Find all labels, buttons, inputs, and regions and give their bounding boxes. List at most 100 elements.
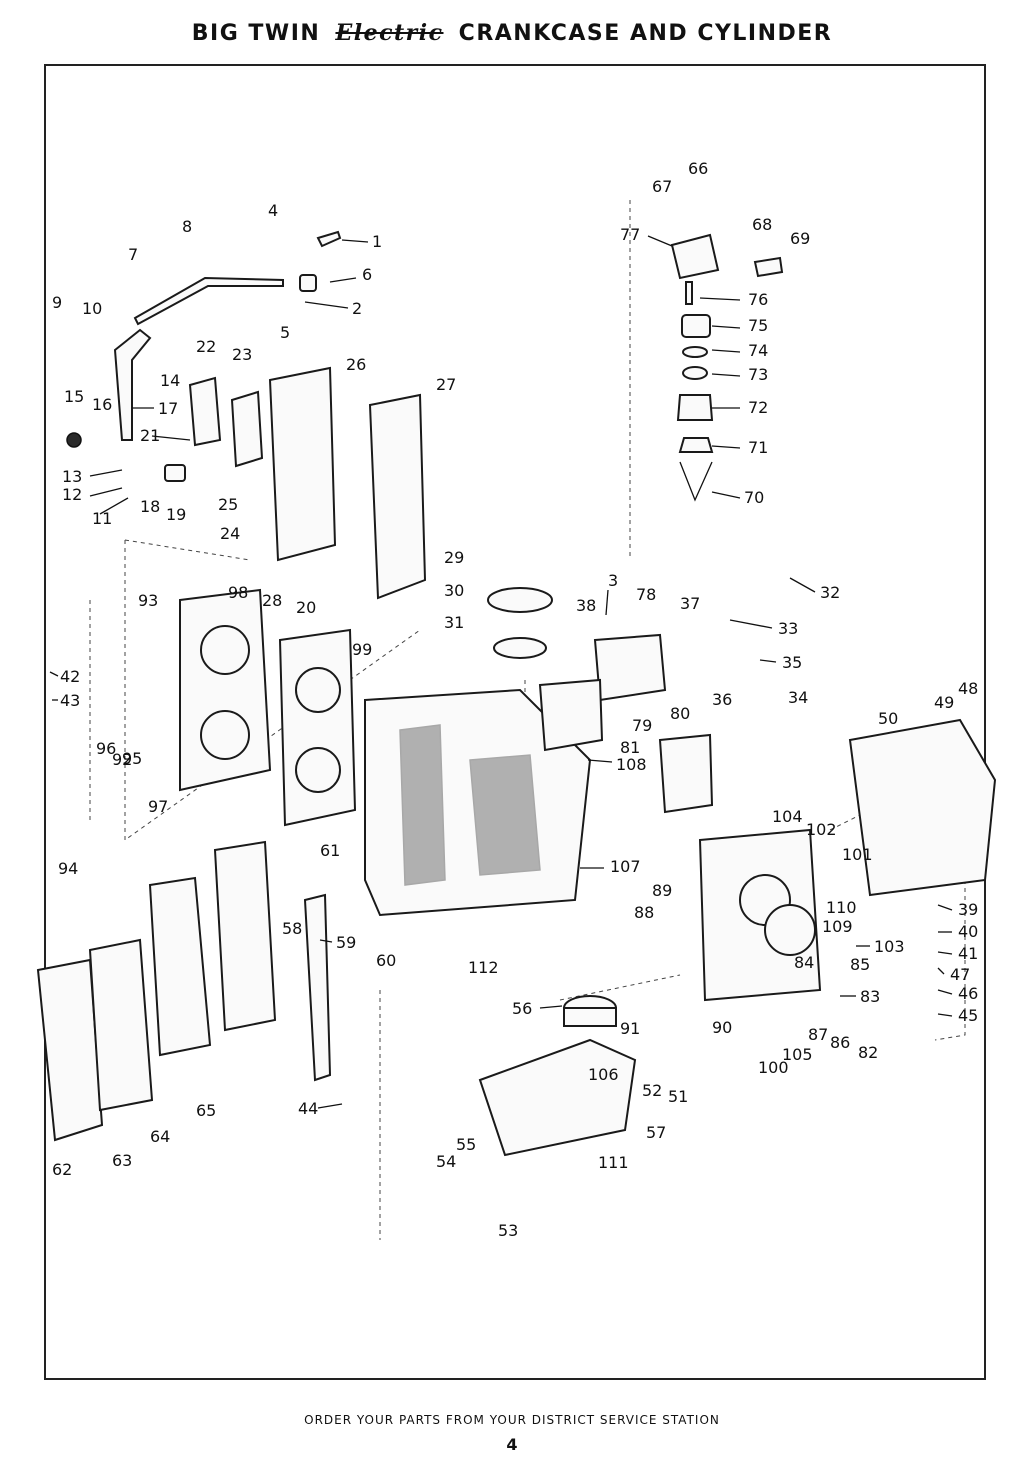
part-label-110: 110	[826, 898, 857, 917]
part-label-34: 34	[788, 688, 808, 707]
part-label-10: 10	[82, 299, 102, 318]
leader-line-33	[729, 619, 773, 629]
leader-line-44	[317, 1103, 343, 1109]
part-label-92: 92	[112, 750, 132, 769]
part-label-57: 57	[646, 1123, 666, 1142]
title-script-word: Electric	[335, 20, 444, 46]
part-label-88: 88	[634, 903, 654, 922]
part-label-3: 3	[608, 571, 618, 590]
title-suffix: CRANKCASE AND CYLINDER	[458, 21, 833, 46]
part-label-75: 75	[748, 316, 768, 335]
part-label-9: 9	[52, 293, 62, 312]
part-label-69: 69	[790, 229, 810, 248]
part-label-23: 23	[232, 345, 252, 364]
part-label-102: 102	[806, 820, 837, 839]
leader-line-32	[789, 577, 816, 593]
part-label-70: 70	[744, 488, 764, 507]
part-label-44: 44	[298, 1099, 318, 1118]
part-label-96: 96	[96, 739, 116, 758]
part-label-72: 72	[748, 398, 768, 417]
leader-line-46	[937, 989, 953, 995]
leader-line-108	[587, 759, 613, 763]
assembly-guide-lines	[89, 200, 966, 1240]
part-label-83: 83	[860, 987, 880, 1006]
part-label-73: 73	[748, 365, 768, 384]
part-label-87: 87	[808, 1025, 828, 1044]
part-label-47: 47	[950, 965, 970, 984]
page-number: 4	[506, 1435, 518, 1454]
part-label-24: 24	[220, 524, 240, 543]
part-label-35: 35	[782, 653, 802, 672]
part-label-97: 97	[148, 797, 168, 816]
part-label-71: 71	[748, 438, 768, 457]
part-label-29: 29	[444, 548, 464, 567]
part-label-19: 19	[166, 505, 186, 524]
part-label-22: 22	[196, 337, 216, 356]
leader-line-77	[647, 235, 673, 247]
part-label-81: 81	[620, 738, 640, 757]
part-label-31: 31	[444, 613, 464, 632]
part-label-28: 28	[262, 591, 282, 610]
part-label-95: 95	[122, 749, 142, 768]
part-label-61: 61	[320, 841, 340, 860]
part-label-59: 59	[336, 933, 356, 952]
part-label-36: 36	[712, 690, 732, 709]
part-label-43: 43	[60, 691, 80, 710]
part-label-30: 30	[444, 581, 464, 600]
leader-line-59	[319, 939, 333, 943]
part-label-58: 58	[282, 919, 302, 938]
part-label-108: 108	[616, 755, 647, 774]
part-label-112: 112	[468, 958, 499, 977]
cylinder-block	[179, 588, 357, 827]
part-label-78: 78	[636, 585, 656, 604]
part-label-86: 86	[830, 1033, 850, 1052]
part-label-93: 93	[138, 591, 158, 610]
part-label-18: 18	[140, 497, 160, 516]
leader-line-1	[341, 239, 369, 243]
diagram-frame	[44, 64, 986, 1380]
leader-line-73	[711, 373, 741, 377]
part-label-76: 76	[748, 290, 768, 309]
part-label-2: 2	[352, 299, 362, 318]
governor-stack	[670, 233, 784, 502]
part-label-64: 64	[150, 1127, 170, 1146]
part-label-106: 106	[588, 1065, 619, 1084]
leader-line-35	[759, 659, 777, 663]
part-label-107: 107	[610, 857, 641, 876]
part-label-40: 40	[958, 922, 978, 941]
part-label-104: 104	[772, 807, 803, 826]
part-label-39: 39	[958, 900, 978, 919]
part-label-32: 32	[820, 583, 840, 602]
title-prefix: BIG TWIN	[191, 21, 321, 46]
part-label-105: 105	[782, 1045, 813, 1064]
leader-line-2	[304, 301, 349, 309]
leader-line-13	[89, 469, 123, 477]
part-label-11: 11	[92, 509, 112, 528]
part-label-89: 89	[652, 881, 672, 900]
part-label-56: 56	[512, 999, 532, 1018]
part-label-66: 66	[688, 159, 708, 178]
leader-line-12	[89, 487, 123, 497]
part-label-4: 4	[268, 201, 278, 220]
part-label-94: 94	[58, 859, 78, 878]
page-title: BIG TWIN Electric CRANKCASE AND CYLINDER	[0, 20, 1024, 46]
part-label-20: 20	[296, 598, 316, 617]
part-label-5: 5	[280, 323, 290, 342]
leader-line-45	[937, 1013, 953, 1017]
part-label-37: 37	[680, 594, 700, 613]
callout-leader-lines	[49, 235, 953, 1109]
leader-line-41	[937, 951, 953, 955]
leader-line-71	[711, 445, 741, 449]
part-label-53: 53	[498, 1221, 518, 1240]
part-label-103: 103	[874, 937, 905, 956]
part-label-60: 60	[376, 951, 396, 970]
part-label-17: 17	[158, 399, 178, 418]
part-label-90: 90	[712, 1018, 732, 1037]
leader-line-3	[605, 589, 609, 616]
throttle-linkage-group	[66, 230, 342, 482]
part-label-14: 14	[160, 371, 180, 390]
part-label-6: 6	[362, 265, 372, 284]
part-label-33: 33	[778, 619, 798, 638]
